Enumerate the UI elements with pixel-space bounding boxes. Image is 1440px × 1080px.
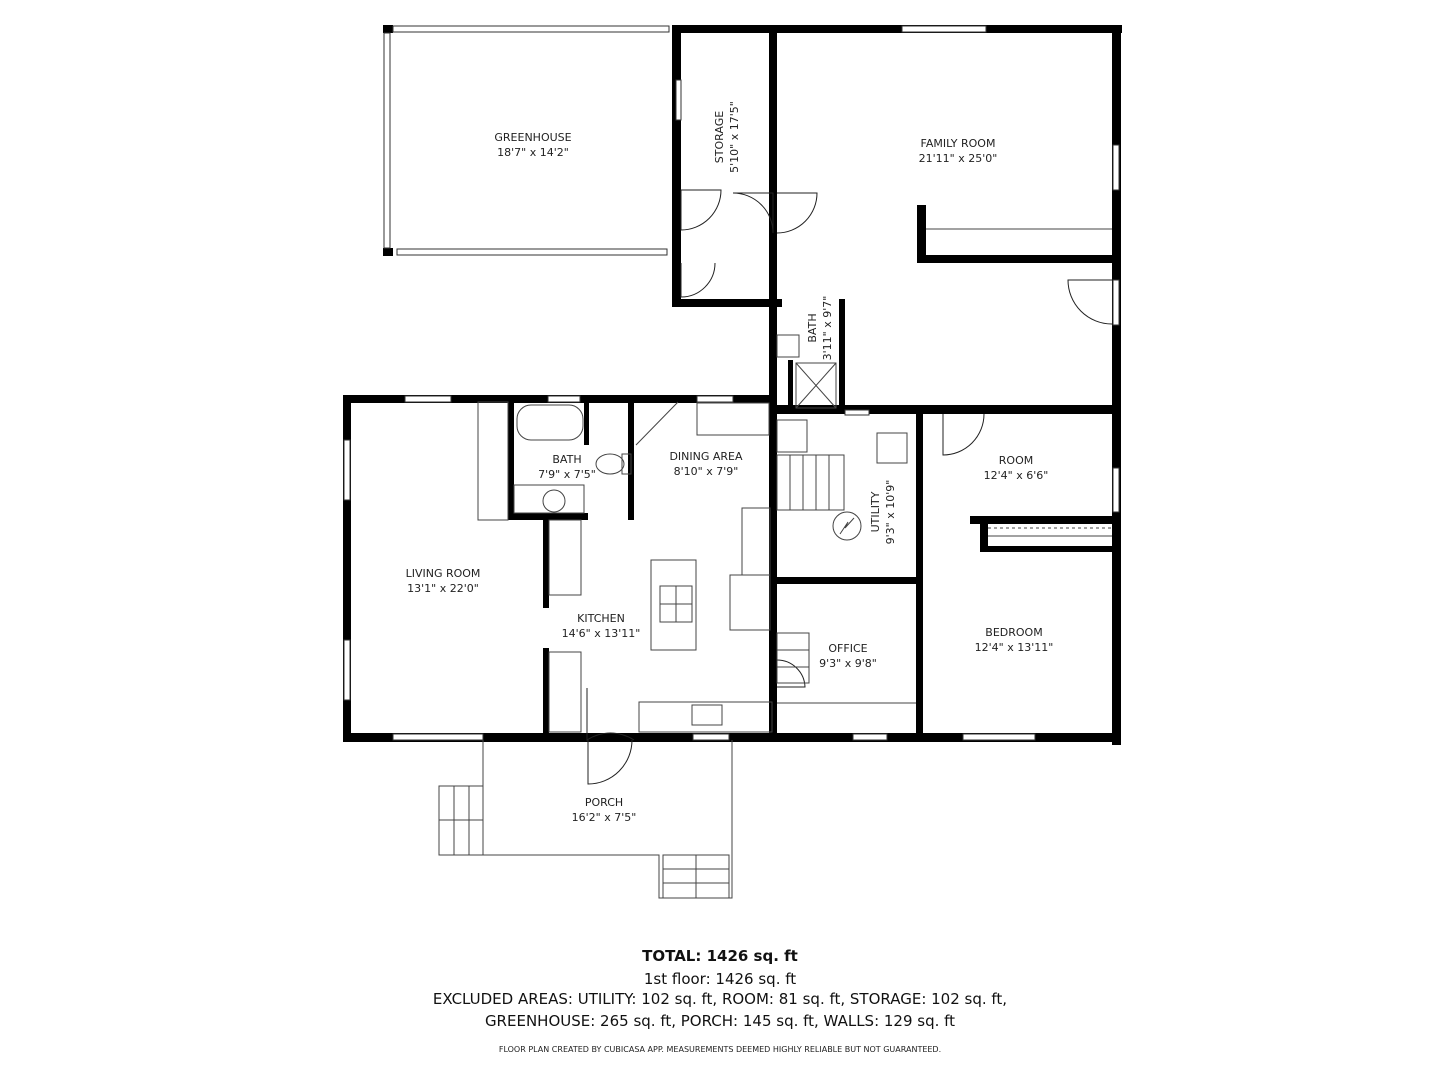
room-name: BEDROOM	[985, 626, 1043, 639]
room-name: LIVING ROOM	[405, 567, 481, 580]
doors	[586, 189, 1113, 785]
room-dims: 9'3" x 10'9"	[884, 479, 897, 545]
room-dims: 16'2" x 7'5"	[571, 811, 637, 824]
room-dims: 21'11" x 25'0"	[918, 152, 998, 165]
room-name: STORAGE	[713, 110, 726, 164]
room-label-office: OFFICE 9'3" x 9'8"	[819, 641, 877, 671]
room-dims: 7'9" x 7'5"	[538, 468, 596, 481]
room-name: UTILITY	[869, 491, 882, 533]
room-dims: 8'10" x 7'9"	[673, 465, 739, 478]
room-dims: 5'10" x 17'5"	[728, 101, 741, 173]
room-dims: 18'7" x 14'2"	[497, 146, 569, 159]
windows	[343, 25, 1120, 741]
room-label-dining-area: DINING AREA 8'10" x 7'9"	[669, 449, 742, 479]
room-label-living-room: LIVING ROOM 13'1" x 22'0"	[406, 566, 481, 596]
room-label-greenhouse: GREENHOUSE 18'7" x 14'2"	[494, 130, 571, 160]
room-dims: 3'11" x 9'7"	[821, 295, 834, 361]
room-label-bath: BATH 7'9" x 7'5"	[538, 452, 596, 482]
room-name: FAMILY ROOM	[920, 137, 996, 150]
floor-plan-drawing	[343, 25, 1122, 899]
fixtures	[438, 228, 1112, 899]
room-label-bedroom: BEDROOM 12'4" x 13'11"	[975, 625, 1054, 655]
room-dims: 12'4" x 6'6"	[983, 469, 1049, 482]
room-name: DINING AREA	[669, 450, 743, 463]
room-name: BATH	[806, 313, 819, 343]
room-name: KITCHEN	[577, 612, 625, 625]
total-area: TOTAL: 1426 sq. ft	[642, 947, 798, 965]
room-label-porch: PORCH 16'2" x 7'5"	[572, 795, 637, 825]
room-dims: 13'1" x 22'0"	[407, 582, 479, 595]
room-dims: 12'4" x 13'11"	[974, 641, 1054, 654]
room-name: GREENHOUSE	[494, 131, 572, 144]
excluded-areas-line-1: EXCLUDED AREAS: UTILITY: 102 sq. ft, ROO…	[432, 990, 1008, 1008]
room-label-family-room: FAMILY ROOM 21'11" x 25'0"	[919, 136, 998, 166]
excluded-areas-line-2: GREENHOUSE: 265 sq. ft, PORCH: 145 sq. f…	[484, 1012, 956, 1030]
room-name: PORCH	[584, 796, 624, 809]
room-label-kitchen: KITCHEN 14'6" x 13'11"	[562, 611, 641, 641]
credit-note: FLOOR PLAN CREATED BY CUBICASA APP. MEAS…	[498, 1045, 942, 1054]
room-name: BATH	[552, 453, 582, 466]
room-dims: 14'6" x 13'11"	[561, 627, 641, 640]
room-name: ROOM	[998, 454, 1034, 467]
room-label-room: ROOM 12'4" x 6'6"	[984, 453, 1049, 483]
room-dims: 9'3" x 9'8"	[819, 657, 877, 670]
floor-area: 1st floor: 1426 sq. ft	[643, 970, 797, 988]
room-name: OFFICE	[828, 642, 868, 655]
